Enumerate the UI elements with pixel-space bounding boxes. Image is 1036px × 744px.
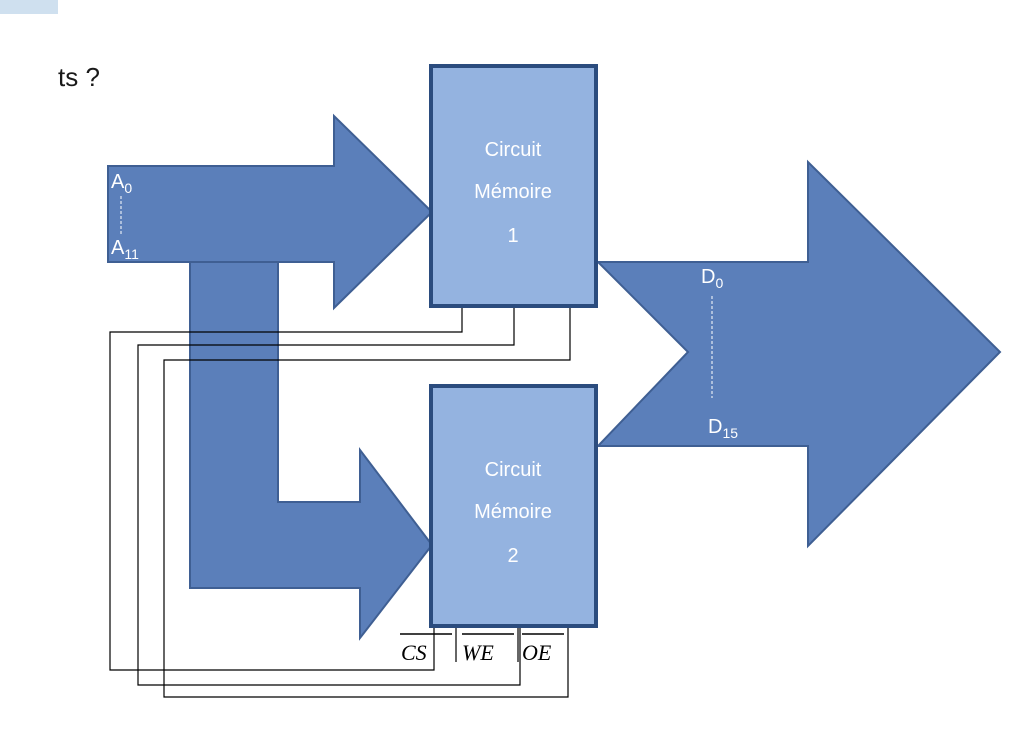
address-bus-arrow-2 <box>189 261 434 641</box>
pin-label-oe: OE <box>522 640 552 665</box>
memory1-label-line3: 1 <box>507 225 518 247</box>
memory-circuit-2-box <box>429 384 598 628</box>
pin-label-cs: CS <box>401 640 427 665</box>
memory2-label-line3: 2 <box>507 545 518 567</box>
memory1-label-line1: Circuit <box>485 139 542 161</box>
oe-wire <box>163 308 571 698</box>
address-label-a0: A0 <box>111 171 132 196</box>
we-wire <box>137 308 521 686</box>
data-label-d15: D15 <box>708 416 738 441</box>
address-bus-arrow-1 <box>107 113 434 311</box>
memory1-label-line2: Mémoire <box>474 181 552 203</box>
pin-label-we: WE <box>462 640 494 665</box>
memory2-label-line1: Circuit <box>485 459 542 481</box>
corner-tab <box>0 0 58 14</box>
address-label-a11: A11 <box>111 237 139 262</box>
heading-fragment: ts ? <box>58 62 100 92</box>
data-bus-arrow <box>595 159 1002 549</box>
cs-wire <box>109 308 463 671</box>
memory-circuit-1-box <box>429 64 598 308</box>
memory2-label-line2: Mémoire <box>474 501 552 523</box>
data-label-d0: D0 <box>701 266 723 291</box>
